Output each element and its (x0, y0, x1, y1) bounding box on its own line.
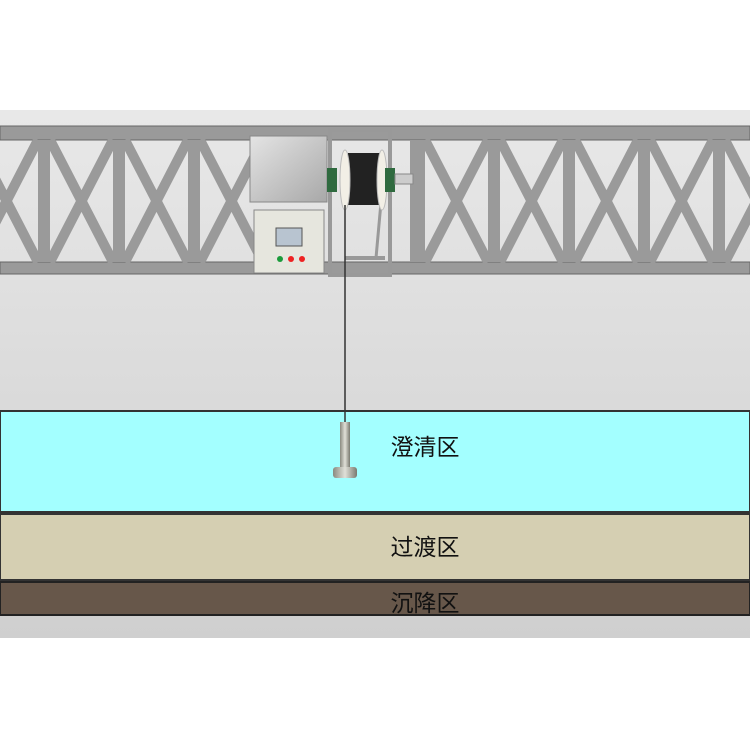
truss-diagonal (720, 202, 750, 265)
truss-diagonal (720, 137, 750, 200)
truss-diagonal (0, 137, 43, 225)
red-button-2[interactable] (299, 256, 305, 262)
junction-box (249, 135, 328, 203)
truss-vertical (188, 140, 200, 262)
sludge-interface-meter (249, 128, 414, 478)
reel-shaft (394, 173, 414, 185)
truss-diagonal (495, 137, 568, 265)
truss-diagonal (570, 137, 643, 265)
red-button[interactable] (288, 256, 294, 262)
truss-bottom-chord (0, 261, 750, 275)
truss-bridge (0, 125, 750, 275)
truss-vertical (113, 140, 125, 262)
truss-vertical (713, 140, 725, 262)
green-button[interactable] (277, 256, 283, 262)
truss-diagonal (45, 137, 118, 265)
zone-label-clarification: 澄清区 (390, 435, 460, 461)
truss-diagonal (120, 137, 193, 265)
truss-vertical (488, 140, 500, 262)
clarification-zone (0, 410, 750, 513)
settling-zone (0, 581, 750, 616)
device-frame (328, 128, 392, 277)
truss-diagonal (645, 137, 718, 265)
controller-screen (275, 227, 303, 247)
truss-vertical (638, 140, 650, 262)
truss-vertical (38, 140, 50, 262)
truss-vertical (563, 140, 575, 262)
truss-vertical (410, 140, 420, 262)
truss-top-chord (0, 125, 750, 141)
transition-zone (0, 513, 750, 581)
cable-reel (348, 153, 380, 205)
truss-diagonal (420, 137, 493, 265)
zone-label-transition: 过渡区 (390, 535, 460, 561)
zone-label-settling: 沉降区 (390, 591, 460, 617)
sensor-probe (340, 422, 350, 468)
